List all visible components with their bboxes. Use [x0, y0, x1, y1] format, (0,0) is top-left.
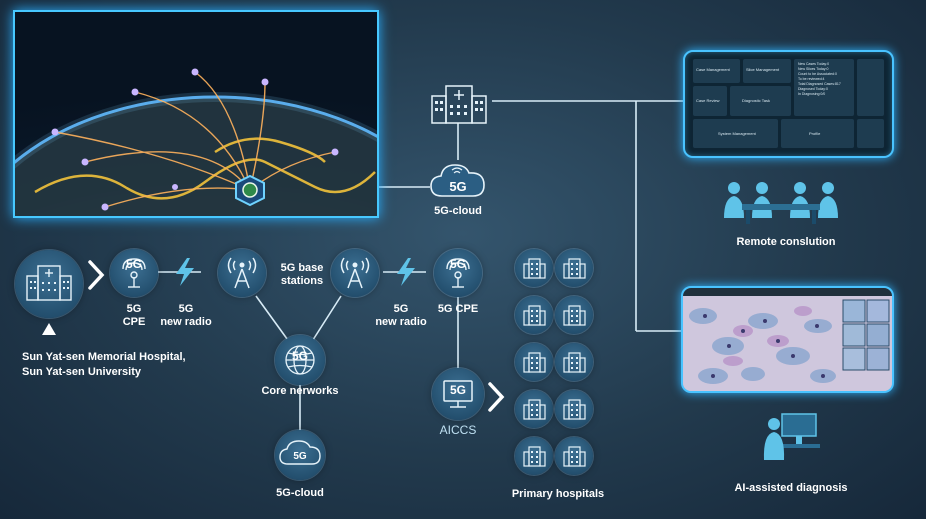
primary-label: Primary hospitals: [511, 488, 605, 500]
tile-system-management[interactable]: System Management: [693, 119, 778, 148]
primary-hospital-node: [555, 249, 593, 287]
lightning-icon-left: [176, 258, 194, 286]
location-triangle-icon: [42, 323, 56, 335]
radio-left-label-1: 5G: [178, 303, 194, 315]
aiccs-badge: 5G: [449, 383, 466, 397]
cpe-left-node: [110, 249, 158, 297]
radio-right-label-1: 5G: [393, 303, 409, 315]
cloud-bottom-node: [275, 430, 325, 480]
primary-hospital-node: [515, 343, 553, 381]
primary-hospital-node: [515, 390, 553, 428]
cloud-bottom-badge: 5G: [293, 451, 307, 462]
base-stations-label-2: stations: [280, 275, 324, 287]
radio-left-label-2: new radio: [160, 316, 212, 328]
cloud-top-label: 5G-cloud: [434, 205, 482, 217]
hospital-building-icon: [428, 80, 490, 125]
remote-dashboard-screen: Case Management Slice Management New Cas…: [683, 50, 894, 158]
ai-label: AI-assisted diagnosis: [734, 482, 848, 494]
hospital-icon: [523, 399, 546, 420]
primary-hospital-node: [515, 437, 553, 475]
core-badge: 5G: [291, 349, 308, 363]
cpe-left-label-1: 5G: [126, 303, 142, 315]
hospital-icon: [523, 305, 546, 326]
lightning-icon-right: [397, 258, 415, 286]
cpe-right-node: [434, 249, 482, 297]
primary-hospital-node: [515, 249, 553, 287]
tile-profile[interactable]: Profile: [781, 119, 854, 148]
primary-hospital-node: [555, 296, 593, 334]
cloud-5g-badge-top: 5G: [449, 179, 467, 194]
hospital-icon: [563, 258, 586, 279]
hospital-icon: [563, 305, 586, 326]
main-hospital-node: [15, 250, 83, 318]
cloud-5g-icon-top: [428, 158, 488, 202]
primary-hospital-node: [555, 390, 593, 428]
core-network-node: [275, 335, 325, 385]
doctors-meeting-illustration: [722, 178, 840, 228]
cpe-left-badge: 5G: [125, 257, 142, 271]
tile-case-management[interactable]: Case Management: [693, 59, 740, 83]
cpe-left-label-2: CPE: [122, 316, 146, 328]
radio-right-label-2: new radio: [375, 316, 427, 328]
cpe-right-badge: 5G: [449, 257, 466, 271]
ai-slide-viewer-screen: [681, 286, 894, 393]
earth-network-image: [13, 10, 379, 218]
doctor-computer-illustration: [758, 408, 820, 466]
aiccs-label: AICCS: [439, 423, 477, 437]
main-hospital-label-1: Sun Yat-sen Memorial Hospital,: [22, 351, 186, 363]
tile-case-review[interactable]: Case Review: [693, 86, 727, 116]
base-station-left-node: [218, 249, 266, 297]
hospital-icon: [563, 352, 586, 373]
tile-slice-management[interactable]: Slice Management: [743, 59, 791, 83]
cpe-right-label: 5G CPE: [437, 303, 479, 315]
base-station-right-node: [331, 249, 379, 297]
stats-panel: New Cases Today:0 New Slices Today:0 Cou…: [794, 59, 854, 116]
cloud-bottom-label: 5G-cloud: [276, 487, 324, 499]
hospital-icon: [563, 446, 586, 467]
hospital-icon: [523, 446, 546, 467]
hospital-icon: [563, 399, 586, 420]
primary-hospitals-grid: (function(){ var host=document.currentSc…: [515, 249, 595, 479]
aiccs-node: [432, 368, 484, 420]
core-label: Core nerworks: [261, 385, 339, 397]
primary-hospital-node: [555, 343, 593, 381]
remote-label: Remote conslution: [736, 236, 836, 248]
hospital-icon: [523, 352, 546, 373]
base-stations-label-1: 5G base: [280, 262, 324, 274]
hospital-icon: [523, 258, 546, 279]
tile-side: [857, 59, 884, 116]
tile-arrow: [857, 119, 884, 148]
tile-diagnostic-task[interactable]: Diagnostic Task: [730, 86, 791, 116]
primary-hospital-node: [515, 296, 553, 334]
primary-hospital-node: [555, 437, 593, 475]
main-hospital-label-2: Sun Yat-sen University: [22, 366, 142, 378]
